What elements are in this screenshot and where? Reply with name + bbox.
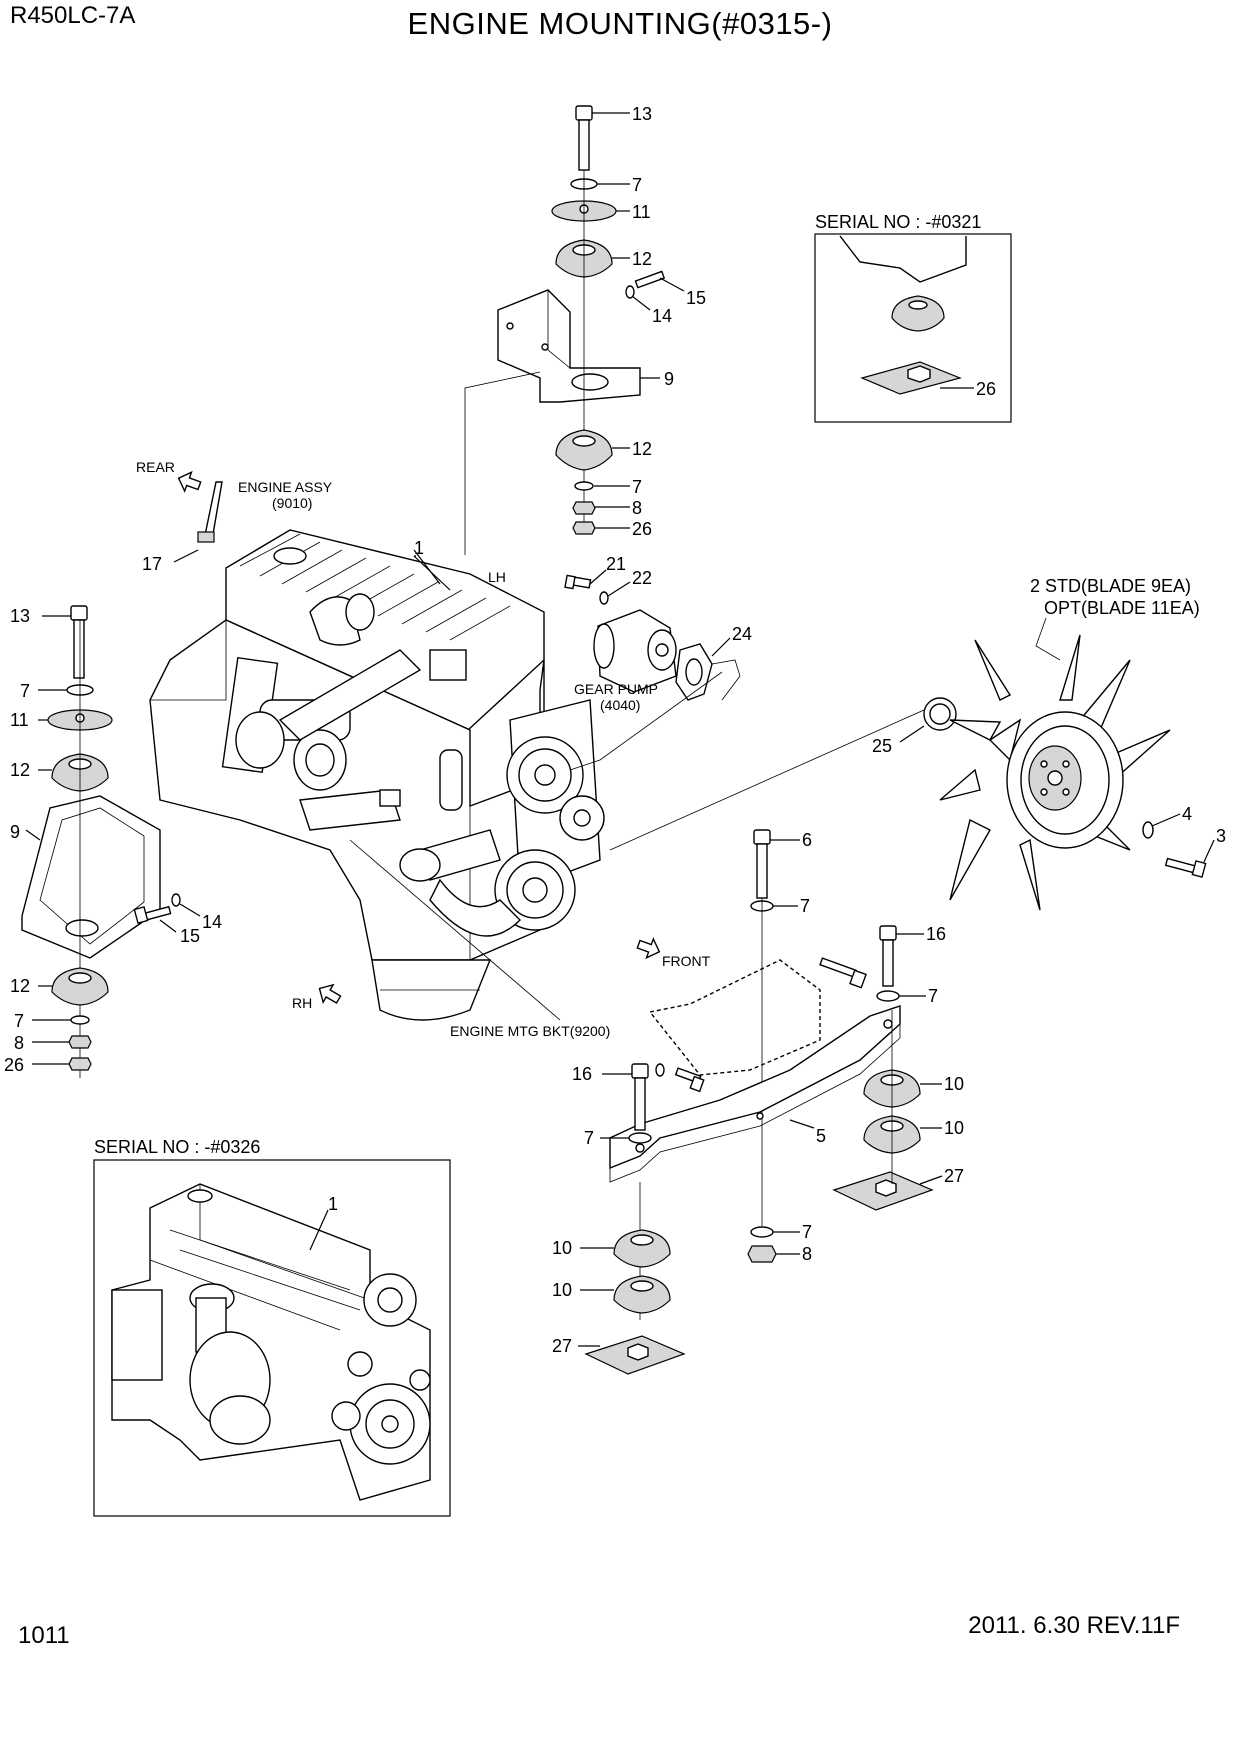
dir-front-label: FRONT	[662, 953, 711, 969]
inset-serial-0321: SERIAL NO : -#0321 26	[814, 212, 1012, 423]
callout-1-inset: 1	[328, 1194, 338, 1214]
callout-8-left: 8	[14, 1033, 24, 1053]
callout-7-left-lower: 7	[14, 1011, 24, 1031]
callout-7-top: 7	[632, 175, 642, 195]
gear-pump-code: (4040)	[600, 697, 640, 713]
dir-rh-label: RH	[292, 995, 312, 1011]
inset-serial-0326: SERIAL NO : -#0326 1	[93, 1137, 451, 1517]
callout-5: 5	[816, 1126, 826, 1146]
callout-7-right-d: 7	[802, 1222, 812, 1242]
dir-lh-label: LH	[488, 569, 506, 585]
engine-assy-code: (9010)	[272, 495, 312, 511]
front-arrow-icon	[636, 937, 661, 960]
serial-0326-label: SERIAL NO : -#0326	[94, 1137, 260, 1157]
callout-10-right-a: 10	[944, 1074, 964, 1094]
callout-6: 6	[802, 830, 812, 850]
gear-pump: 21 22 24 GEAR PUMP (4040)	[564, 554, 752, 771]
callout-12-left-lower: 12	[10, 976, 30, 996]
callout-12-top-lower: 12	[632, 439, 652, 459]
engine-assembly: ENGINE ASSY (9010) 17 1	[142, 479, 605, 1021]
callout-11-left: 11	[10, 710, 29, 730]
callout-16-right-lower: 16	[572, 1064, 592, 1084]
callout-10-right-b: 10	[944, 1118, 964, 1138]
right-mount-bracket: ENGINE MTG BKT(9200) 6 7 16 7 5	[349, 829, 964, 1375]
callout-14-top: 14	[652, 306, 672, 326]
serial-0321-label: SERIAL NO : -#0321	[815, 212, 981, 232]
callout-10-right-d: 10	[552, 1280, 572, 1300]
callout-26-top: 26	[632, 519, 652, 539]
callout-22: 22	[632, 568, 652, 588]
callout-9-top: 9	[664, 369, 674, 389]
callout-15-top: 15	[686, 288, 706, 308]
callout-15-left: 15	[180, 926, 200, 946]
left-mount-stack: 13 7 11 12 9 14 15 12 7 8	[4, 605, 222, 1078]
callout-17: 17	[142, 554, 162, 574]
fan-opt-label: OPT(BLADE 11EA)	[1044, 598, 1200, 618]
rh-arrow-icon	[318, 983, 342, 1004]
rear-arrow-icon	[177, 470, 202, 493]
callout-27-right-lower: 27	[552, 1336, 572, 1356]
callout-10-right-c: 10	[552, 1238, 572, 1258]
callout-7-right-b: 7	[928, 986, 938, 1006]
callout-27-right-upper: 27	[944, 1166, 964, 1186]
gear-pump-label: GEAR PUMP	[574, 681, 658, 697]
callout-13-left: 13	[10, 606, 30, 626]
page-title: ENGINE MOUNTING(#0315-)	[407, 6, 833, 41]
callout-7-top-lower: 7	[632, 477, 642, 497]
callout-25: 25	[872, 736, 892, 756]
callout-13-top: 13	[632, 104, 652, 124]
callout-3: 3	[1216, 826, 1226, 846]
callout-14-left: 14	[202, 912, 222, 932]
callout-26-inset: 26	[976, 379, 996, 399]
callout-12-top: 12	[632, 249, 652, 269]
dir-rear-label: REAR	[136, 459, 175, 475]
cooling-fan: 2 STD(BLADE 9EA) OPT(BLADE 11EA) 25 4	[609, 576, 1226, 911]
page-number: 1011	[18, 1622, 70, 1649]
callout-21: 21	[606, 554, 626, 574]
engine-assy-label: ENGINE ASSY	[238, 479, 333, 495]
callout-7-right-a: 7	[800, 896, 810, 916]
callout-9-left: 9	[10, 822, 20, 842]
callout-8-top: 8	[632, 498, 642, 518]
callout-7-right-c: 7	[584, 1128, 594, 1148]
callout-8-right: 8	[802, 1244, 812, 1264]
revision-date: 2011. 6.30 REV.11F	[968, 1612, 1180, 1639]
callout-11-top: 11	[632, 202, 651, 222]
callout-1-engine: 1	[414, 538, 424, 558]
model-number: R450LC-7A	[10, 2, 136, 29]
callout-12-left: 12	[10, 760, 30, 780]
callout-24: 24	[732, 624, 752, 644]
engine-mtg-bkt-label: ENGINE MTG BKT(9200)	[450, 1023, 610, 1039]
fan-std-label: 2 STD(BLADE 9EA)	[1030, 576, 1191, 596]
top-mount-stack: 13 7 11 12 15 14 9 12	[464, 104, 706, 555]
callout-7-left: 7	[20, 681, 30, 701]
callout-4: 4	[1182, 804, 1192, 824]
callout-16-right-upper: 16	[926, 924, 946, 944]
callout-26-left: 26	[4, 1055, 24, 1075]
